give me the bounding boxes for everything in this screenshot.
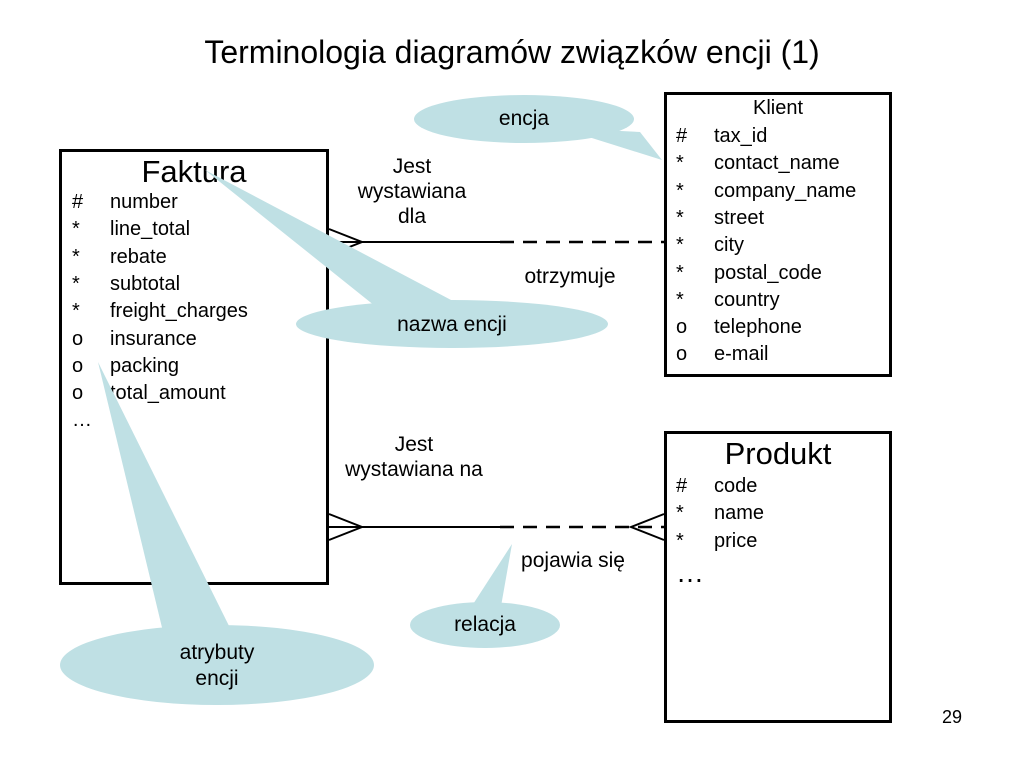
attribute-marker: * (72, 218, 80, 241)
entity-klient-attribute: * city (676, 234, 876, 261)
attribute-name: street (714, 206, 765, 229)
attribute-name: company_name (714, 179, 857, 202)
entity-klient-attribute: * contact_name (676, 152, 876, 179)
entity-faktura-attribute: o packing (72, 355, 272, 382)
entity-faktura-attribute: o insurance (72, 328, 272, 355)
attribute-marker: * (72, 272, 80, 295)
attribute-marker: o (72, 327, 84, 350)
entity-faktura-attribute: * rebate (72, 246, 272, 273)
entity-klient-attribute: o e-mail (676, 343, 876, 370)
entity-produkt-attribute: # code (676, 475, 876, 502)
entity-klient-attribute: * country (676, 289, 876, 316)
entity-klient-name: Klient (752, 97, 804, 119)
attribute-marker: * (676, 234, 684, 257)
attribute-name: country (714, 288, 780, 311)
attribute-marker: o (72, 382, 84, 405)
attribute-name: code (714, 475, 758, 497)
attribute-marker: o (676, 343, 688, 366)
rel1-left-label: Jest wystawiana dla (357, 155, 467, 228)
attribute-marker: o (72, 354, 84, 377)
rel1-right-label: otrzymuje (524, 265, 616, 288)
attribute-name: contact_name (714, 152, 840, 175)
entity-produkt-name: Produkt (724, 436, 832, 471)
entity-produkt-attribute: … (676, 557, 876, 588)
attribute-name: subtotal (110, 272, 181, 295)
entity-faktura-attribute: # number (72, 191, 272, 218)
attribute-name: total_amount (110, 382, 226, 405)
attribute-name: rebate (110, 245, 167, 268)
attribute-marker: # (72, 191, 84, 213)
attribute-marker: * (676, 152, 684, 175)
attribute-name: line_total (110, 218, 191, 241)
attribute-name: insurance (110, 327, 197, 350)
entity-klient-attribute: # tax_id (676, 125, 876, 152)
attribute-marker: * (676, 502, 684, 525)
entity-klient: Klient (664, 92, 892, 377)
page-number: 29 (941, 707, 962, 727)
attribute-marker: * (676, 288, 684, 311)
entity-klient-attribute: * street (676, 207, 876, 234)
entity-klient-attribute: o telephone (676, 316, 876, 343)
attribute-name: packing (110, 354, 179, 377)
attribute-marker: o (676, 316, 688, 339)
attribute-name: freight_charges (110, 300, 248, 323)
rel2-right-label: pojawia się (521, 549, 625, 572)
entity-faktura-name: Faktura (141, 154, 247, 189)
attribute-name: name (714, 502, 765, 525)
entity-faktura-attribute: … (72, 409, 272, 436)
attribute-marker: * (676, 179, 684, 202)
attribute-name: price (714, 529, 758, 552)
callout-nazwa-encji-text: nazwa encji (397, 313, 507, 336)
attribute-marker: … (676, 556, 704, 588)
attribute-marker: … (72, 409, 92, 432)
callout-relacja-text: relacja (454, 613, 516, 636)
entity-faktura-attribute: o total_amount (72, 382, 272, 409)
callout-encja-bubble (414, 95, 634, 143)
attribute-marker: * (676, 261, 684, 284)
attribute-marker: * (676, 529, 684, 552)
rel2-left-label: Jest wystawiana na (345, 433, 483, 481)
attribute-name: city (714, 234, 744, 257)
attribute-name: number (110, 191, 178, 213)
entity-faktura-attribute: * freight_charges (72, 300, 272, 327)
attribute-marker: # (676, 125, 688, 147)
entity-klient-attribute: * postal_code (676, 262, 876, 289)
entity-klient-attribute: * company_name (676, 180, 876, 207)
callout-encja-text: encja (498, 107, 550, 130)
attribute-name: tax_id (714, 125, 768, 147)
attribute-marker: * (72, 245, 80, 268)
callout-atrybuty-encji-text: atrybuty encji (179, 641, 255, 690)
attribute-marker: * (676, 206, 684, 229)
entity-produkt-attribute: * price (676, 530, 876, 557)
attribute-name: postal_code (714, 261, 822, 284)
callout-encja (414, 95, 662, 160)
entity-faktura-attribute: * line_total (72, 218, 272, 245)
entity-produkt-attribute: * name (676, 502, 876, 529)
attribute-name: e-mail (714, 343, 769, 366)
attribute-marker: # (676, 475, 688, 497)
attribute-name: telephone (714, 316, 802, 339)
page-title: Terminologia diagramów związków encji (1… (204, 34, 820, 70)
entity-produkt: Produkt (664, 431, 892, 723)
attribute-marker: * (72, 300, 80, 323)
entity-faktura-attribute: * subtotal (72, 273, 272, 300)
